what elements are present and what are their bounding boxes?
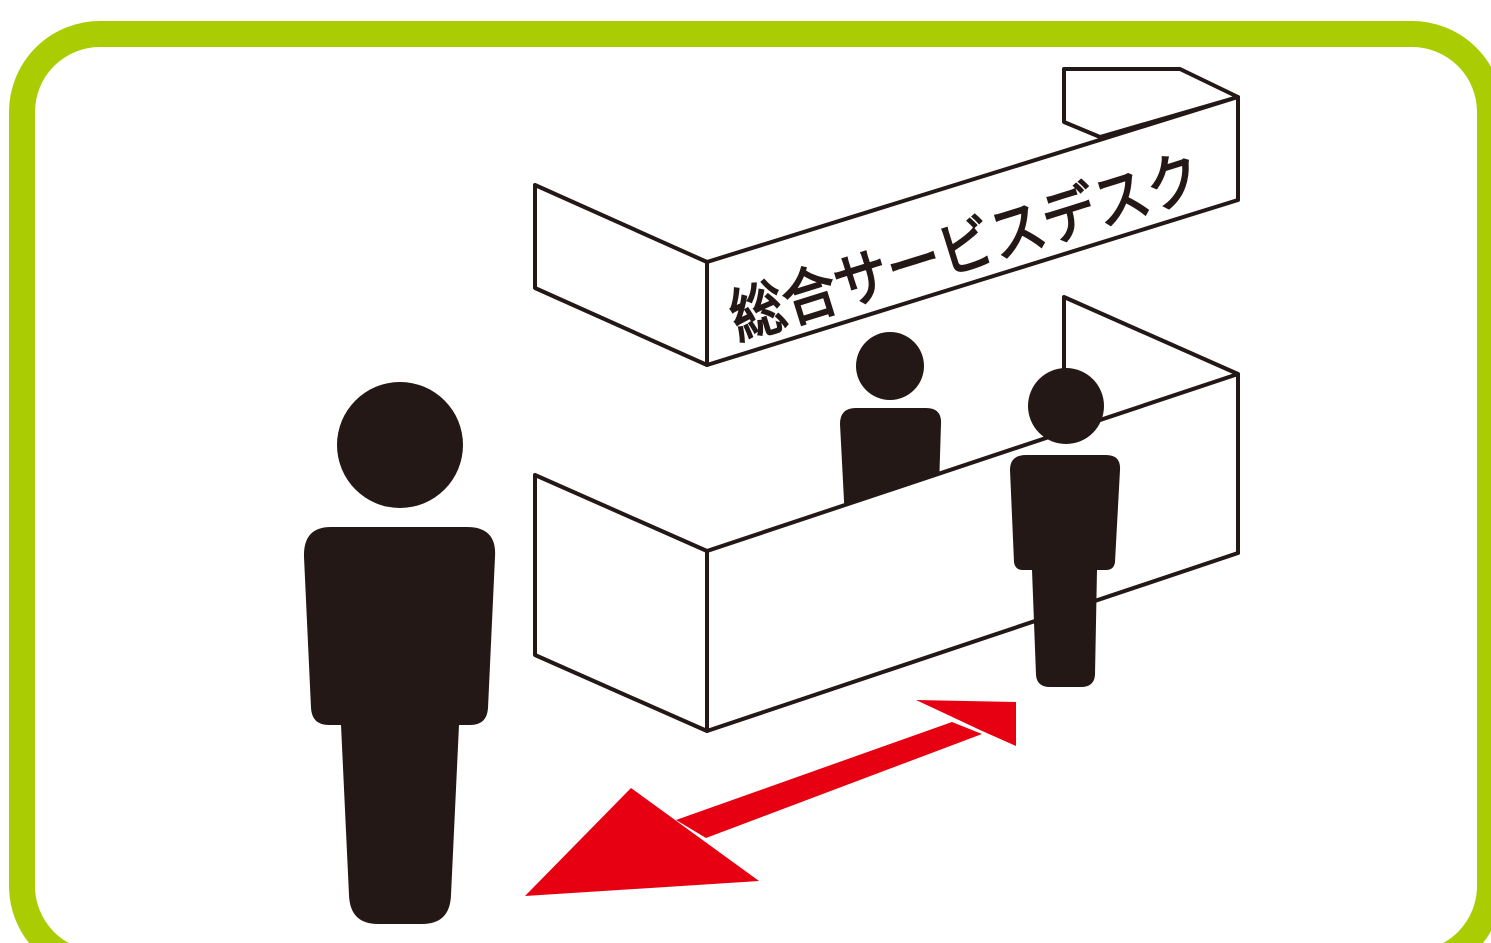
staff-head <box>856 332 924 400</box>
visitor-head <box>337 382 463 508</box>
waiting-person-head <box>1028 368 1104 444</box>
